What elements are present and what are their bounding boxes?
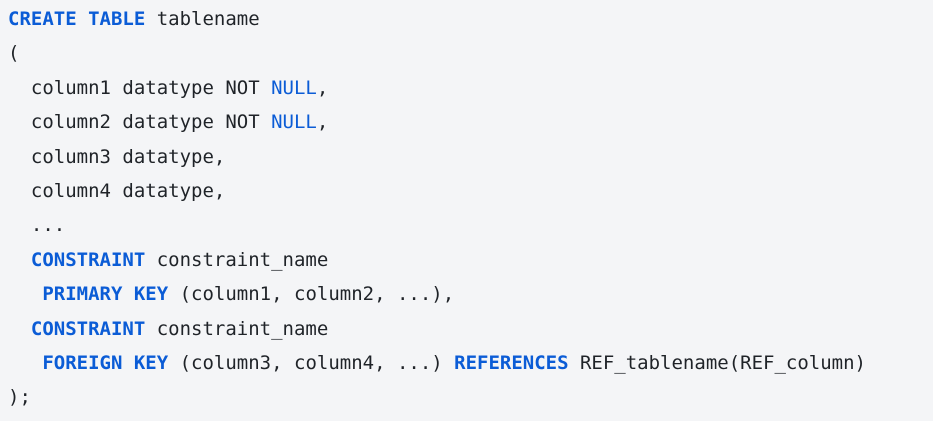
sql-keyword: CREATE TABLE bbox=[8, 8, 146, 30]
sql-keyword: CONSTRAINT bbox=[30, 248, 146, 271]
code-text: column1 datatype NOT bbox=[30, 76, 272, 99]
code-line: CONSTRAINT constraint_name bbox=[8, 243, 933, 277]
code-line: CREATE TABLE tablename bbox=[8, 2, 933, 36]
code-text: , bbox=[316, 76, 329, 99]
code-indent bbox=[8, 180, 31, 202]
code-line: CONSTRAINT constraint_name bbox=[8, 312, 933, 346]
code-line: ); bbox=[8, 380, 933, 414]
code-text: (column1, column2, ...), bbox=[168, 283, 455, 306]
sql-literal: NULL bbox=[271, 111, 317, 134]
code-text: , bbox=[316, 111, 329, 134]
code-line: ... bbox=[8, 208, 933, 242]
sql-literal: NULL bbox=[271, 76, 317, 99]
code-text: column4 datatype, bbox=[30, 179, 226, 202]
code-indent bbox=[8, 352, 42, 374]
sql-keyword: FOREIGN KEY bbox=[42, 351, 169, 374]
code-text: tablename bbox=[145, 8, 260, 30]
code-text: constraint_name bbox=[145, 248, 329, 271]
sql-keyword: CONSTRAINT bbox=[30, 317, 146, 340]
code-line: ( bbox=[8, 36, 933, 70]
code-line: FOREIGN KEY (column3, column4, ...) REFE… bbox=[8, 346, 933, 380]
code-lines: CREATE TABLE tablename ( column1 datatype… bbox=[8, 2, 933, 415]
sql-keyword: REFERENCES bbox=[454, 351, 569, 374]
code-text: REF_tablename(REF_column) bbox=[568, 351, 866, 374]
code-text: ( bbox=[8, 42, 20, 65]
code-indent bbox=[8, 214, 31, 236]
code-indent bbox=[8, 283, 42, 305]
code-text: ... bbox=[30, 214, 66, 237]
code-indent bbox=[8, 146, 31, 168]
code-text: column3 datatype, bbox=[30, 145, 226, 168]
code-line: column2 datatype NOT NULL, bbox=[8, 105, 933, 139]
code-text: ); bbox=[8, 386, 31, 409]
code-indent bbox=[8, 318, 31, 340]
code-line: column1 datatype NOT NULL, bbox=[8, 71, 933, 105]
code-line: column4 datatype, bbox=[8, 174, 933, 208]
code-text: column2 datatype NOT bbox=[30, 111, 272, 134]
code-indent bbox=[8, 77, 31, 99]
code-text: (column3, column4, ...) bbox=[168, 351, 455, 374]
code-line: column3 datatype, bbox=[8, 140, 933, 174]
code-text: constraint_name bbox=[145, 317, 329, 340]
code-indent bbox=[8, 111, 31, 133]
code-indent bbox=[8, 249, 31, 271]
sql-keyword: PRIMARY KEY bbox=[42, 283, 169, 306]
code-line: PRIMARY KEY (column1, column2, ...), bbox=[8, 277, 933, 311]
